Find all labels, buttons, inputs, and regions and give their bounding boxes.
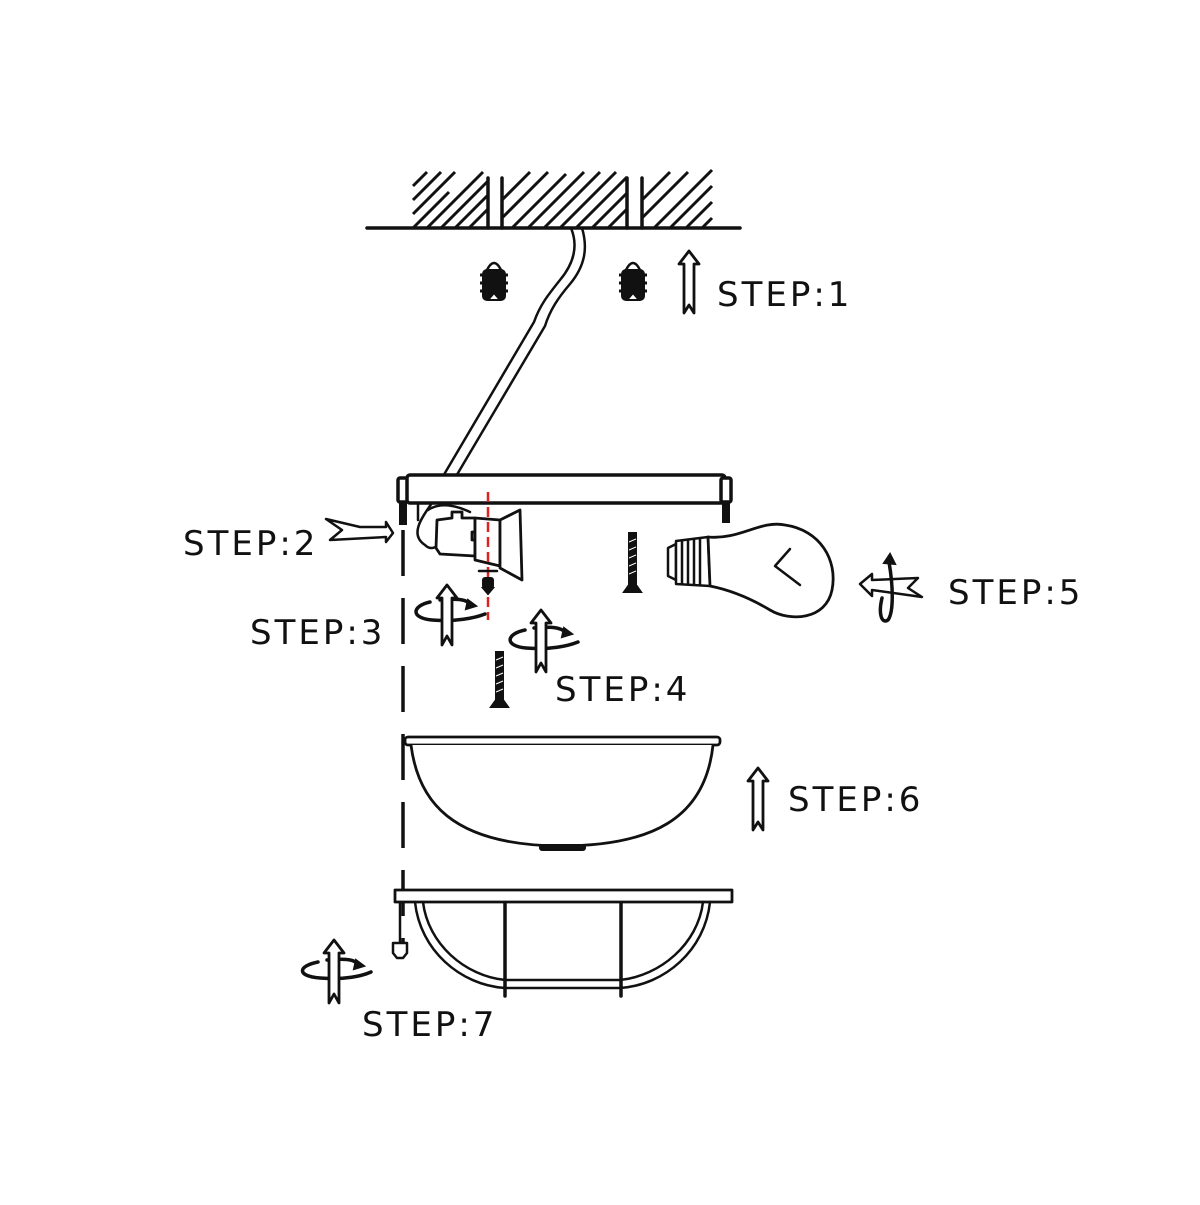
up-arrow-icon [746,766,770,832]
right-arrow-icon [324,517,395,544]
rotate-left-arrow-icon [858,552,924,623]
mounting-bracket [396,473,733,525]
step-6-label: STEP:6 [788,780,924,820]
step-4-label: STEP:4 [555,670,691,710]
rotate-up-arrow-icon [414,583,487,647]
up-arrow-icon [677,249,701,315]
step-2-label: STEP:2 [183,524,319,564]
mounting-screw [489,651,510,708]
alignment-axis [477,492,499,620]
mounting-screw [622,532,643,593]
lamp-socket [416,501,524,582]
step-1-label: STEP:1 [717,275,853,315]
wall-anchor-right [619,261,647,301]
step-5-label: STEP:5 [948,573,1084,613]
step-7-label: STEP:7 [362,1005,498,1045]
cage-guard [391,888,734,998]
light-bulb [666,522,835,619]
wall-anchor-left [480,261,508,301]
ceiling [365,168,742,230]
electrical-cable [440,226,587,480]
rotate-up-arrow-icon [300,938,373,1005]
step-3-label: STEP:3 [250,613,386,653]
glass-bowl-shade [403,735,722,851]
rotate-up-arrow-icon [508,608,580,674]
